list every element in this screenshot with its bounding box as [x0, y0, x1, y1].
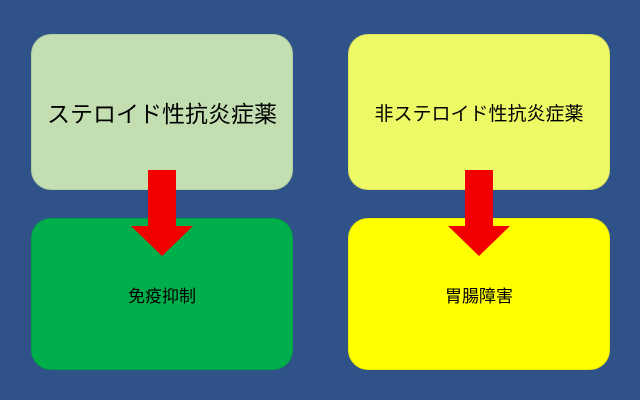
arrow-down-icon — [448, 170, 510, 256]
nsaid-drug-box: 非ステロイド性抗炎症薬 — [348, 34, 610, 190]
nsaid-drug-label: 非ステロイド性抗炎症薬 — [374, 102, 584, 125]
immunosuppression-label: 免疫抑制 — [128, 286, 196, 307]
arrow-down-icon — [131, 170, 193, 256]
steroid-drug-label: ステロイド性抗炎症薬 — [47, 102, 277, 128]
gi-disorder-label: 胃腸障害 — [445, 286, 513, 307]
steroid-drug-box: ステロイド性抗炎症薬 — [31, 34, 293, 190]
arrow-down-left-shape — [131, 170, 193, 256]
arrow-down-right-shape — [448, 170, 510, 256]
